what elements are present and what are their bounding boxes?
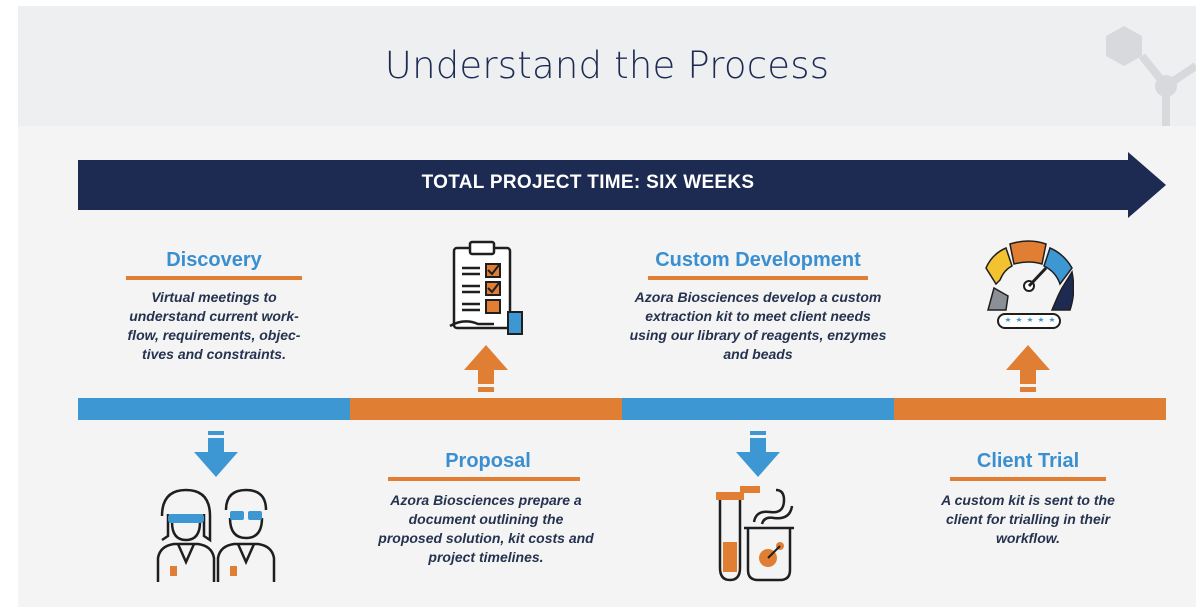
step-title-proposal: Proposal (445, 450, 531, 472)
rating-gauge-icon (985, 240, 1074, 329)
timeline-bar (78, 398, 1166, 420)
down-arrow-icon (736, 431, 780, 477)
project-time-label: TOTAL PROJECT TIME: SIX WEEKS (421, 172, 755, 193)
checklist-icon (449, 240, 523, 335)
step-underline-custom-development (648, 276, 868, 280)
up-arrow-icon (1006, 345, 1050, 392)
step-underline-proposal (388, 477, 580, 481)
step-underline-client-trial (950, 477, 1106, 481)
process-infographic: Understand the Process TOTAL PROJECT TIM… (18, 6, 1196, 607)
timeline-segment-discovery (78, 398, 350, 420)
step-desc-discovery: Virtual meetings to understand current w… (127, 289, 301, 362)
step-desc-custom-development: Azora Biosciences develop a custom extra… (629, 289, 887, 362)
step-title-custom-development: Custom Development (655, 249, 861, 271)
step-underline-discovery (126, 276, 302, 280)
timeline-segment-client-trial (894, 398, 1166, 420)
down-arrow-icon (194, 431, 238, 477)
step-desc-client-trial: A custom kit is sent to the client for t… (941, 492, 1115, 546)
step-title-client-trial: Client Trial (976, 450, 1080, 472)
up-arrow-icon (464, 345, 508, 392)
header-band (18, 6, 1196, 126)
lab-glassware-icon (716, 486, 794, 582)
project-time-arrow (78, 152, 1166, 218)
page-title: Understand the Process (384, 44, 830, 87)
step-desc-proposal: Azora Biosciences prepare a document out… (378, 492, 594, 565)
timeline-segment-custom-development (622, 398, 894, 420)
scientists-icon (156, 488, 276, 582)
molecule-icon (1106, 26, 1196, 126)
step-title-discovery: Discovery (166, 249, 262, 271)
timeline-segment-proposal (350, 398, 622, 420)
